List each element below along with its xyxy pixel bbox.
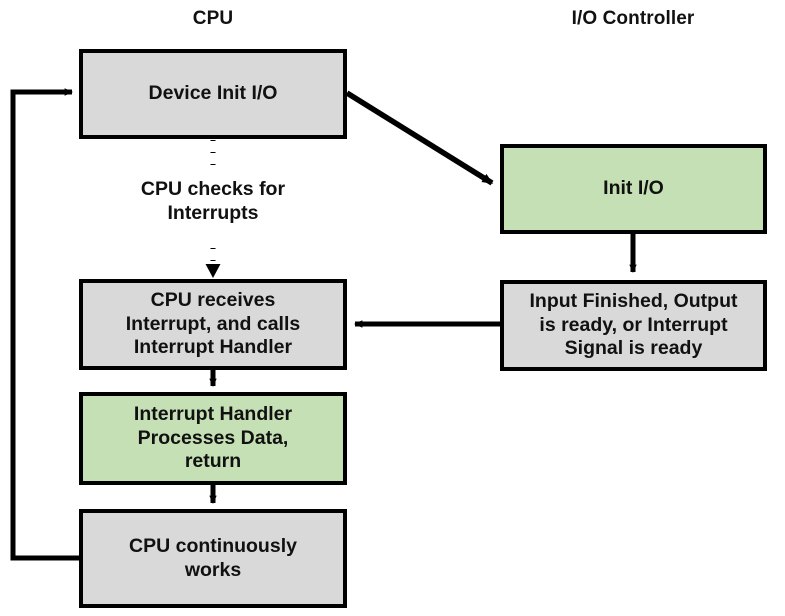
node-cpu-continuously-works[interactable]: CPU continuously works: [79, 509, 347, 608]
edge-cpu-checks-to-cpu-receives: [205, 248, 221, 278]
node-input-finished-output-ready-label: Input Finished, Output is ready, or Inte…: [529, 289, 738, 360]
node-interrupt-handler-processes[interactable]: Interrupt Handler Processes Data, return: [79, 392, 347, 485]
node-cpu-receives-interrupt[interactable]: CPU receives Interrupt, and calls Interr…: [79, 279, 347, 370]
label-cpu-checks-for-interrupts: CPU checks for Interrupts: [140, 178, 286, 224]
node-interrupt-handler-processes-label: Interrupt Handler Processes Data, return: [133, 402, 293, 473]
column-title-cpu: CPU: [192, 8, 234, 29]
edge-device-init-to-init-io: [345, 90, 494, 186]
node-device-init-io-label: Device Init I/O: [148, 82, 278, 105]
edge-cpu-works-to-device-init-feedback: [10, 88, 79, 561]
node-init-io-label: Init I/O: [603, 177, 664, 200]
node-init-io[interactable]: Init I/O: [500, 144, 767, 234]
node-input-finished-output-ready[interactable]: Input Finished, Output is ready, or Inte…: [500, 280, 767, 371]
node-cpu-continuously-works-label: CPU continuously works: [129, 534, 297, 581]
node-device-init-io[interactable]: Device Init I/O: [79, 49, 347, 139]
column-title-io-controller: I/O Controller: [571, 8, 695, 29]
node-cpu-receives-interrupt-label: CPU receives Interrupt, and calls Interr…: [125, 288, 301, 359]
